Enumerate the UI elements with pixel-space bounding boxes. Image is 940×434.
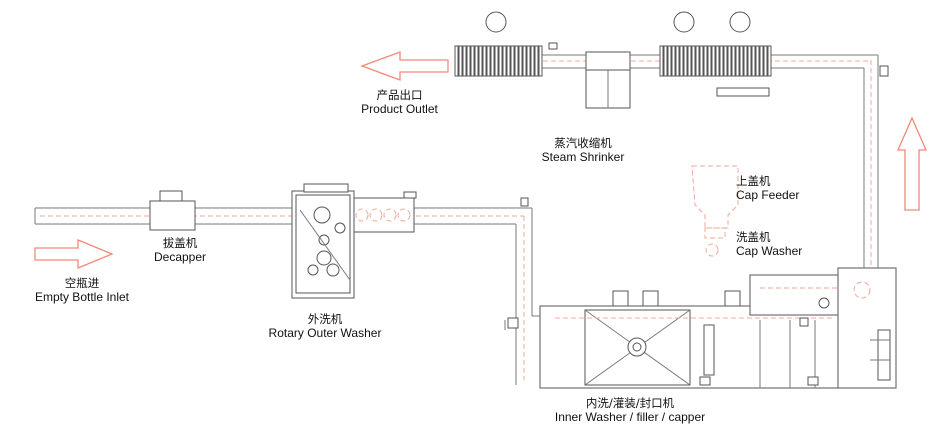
transfer-conveyor <box>504 197 585 385</box>
shrinker-fin <box>530 45 535 77</box>
shrinker-fin <box>767 45 772 77</box>
shrinker-fin <box>735 45 740 77</box>
cap-feeder-machine <box>691 165 838 289</box>
shrinker-fin <box>723 45 728 77</box>
shrinker-fin <box>526 45 531 77</box>
shrinker-fin <box>538 45 543 77</box>
product-outlet-label: 产品出口 Product Outlet <box>361 88 438 116</box>
steam-shrinker-machine <box>454 11 772 109</box>
shrinker-fin <box>510 45 515 77</box>
shrinker-fin <box>514 45 519 77</box>
shrinker-fin <box>486 45 491 77</box>
shrinker-fin <box>763 45 768 77</box>
shrinker-fin <box>699 45 704 77</box>
inner-washer-filler-capper-machine <box>539 274 841 389</box>
empty-bottle-inlet-label: 空瓶进 Empty Bottle Inlet <box>34 276 130 304</box>
shrinker-fin <box>687 45 692 77</box>
shrinker-fin <box>494 45 499 77</box>
shrinker-fin <box>703 45 708 77</box>
shrinker-fin <box>454 45 459 77</box>
shrinker-fin <box>719 45 724 77</box>
shrinker-fin <box>534 45 539 77</box>
shrinker-fin <box>478 45 483 77</box>
shrinker-fin <box>727 45 732 77</box>
inlet-arrow-icon <box>34 239 114 269</box>
return-conveyor <box>863 55 889 268</box>
capper-tower <box>818 267 897 389</box>
shrinker-fin <box>522 45 527 77</box>
shrinker-fin <box>739 45 744 77</box>
shrinker-fin <box>755 45 760 77</box>
shrinker-fin <box>458 45 463 77</box>
shrinker-fin <box>498 45 503 77</box>
shrinker-fin <box>667 45 672 77</box>
shrinker-fin <box>474 45 479 77</box>
rotary-outer-washer-machine <box>291 183 417 299</box>
shrinker-fin <box>659 45 664 77</box>
shrinker-fin <box>482 45 487 77</box>
shrinker-fin <box>506 45 511 77</box>
shrinker-fin <box>715 45 720 77</box>
shrinker-fin <box>711 45 716 77</box>
shrinker-fin <box>490 45 495 77</box>
shrinker-fin <box>743 45 748 77</box>
shrinker-fin <box>707 45 712 77</box>
outlet-arrow-icon <box>360 51 449 81</box>
shrinker-fin <box>675 45 680 77</box>
inlet-conveyor <box>34 207 532 225</box>
decapper-label: 拔盖机 Decapper <box>153 236 207 264</box>
decapper-machine <box>149 190 196 231</box>
cap-feeder-label: 上盖机 Cap Feeder <box>736 174 800 202</box>
shrinker-fin <box>470 45 475 77</box>
shrinker-fin <box>683 45 688 77</box>
shrinker-fin <box>663 45 668 77</box>
shrinker-fin <box>751 45 756 77</box>
rotary-outer-washer-label: 外洗机 Rotary Outer Washer <box>268 312 382 340</box>
shrinker-fin <box>695 45 700 77</box>
steam-shrinker-label: 蒸汽收缩机 Steam Shrinker <box>541 136 625 164</box>
shrinker-fin <box>671 45 676 77</box>
return-arrow-icon <box>897 116 927 211</box>
shrinker-fin <box>731 45 736 77</box>
shrinker-fin <box>502 45 507 77</box>
shrinker-fin <box>691 45 696 77</box>
shrinker-fin <box>466 45 471 77</box>
shrinker-fin <box>518 45 523 77</box>
shrinker-fin <box>462 45 467 77</box>
shrinker-fin <box>747 45 752 77</box>
inner-washer-filler-capper-label: 内洗/灌装/封口机 Inner Washer / filler / capper <box>554 396 706 424</box>
cap-washer-label: 洗盖机 Cap Washer <box>736 230 803 258</box>
shrinker-fin <box>759 45 764 77</box>
shrinker-fin <box>679 45 684 77</box>
